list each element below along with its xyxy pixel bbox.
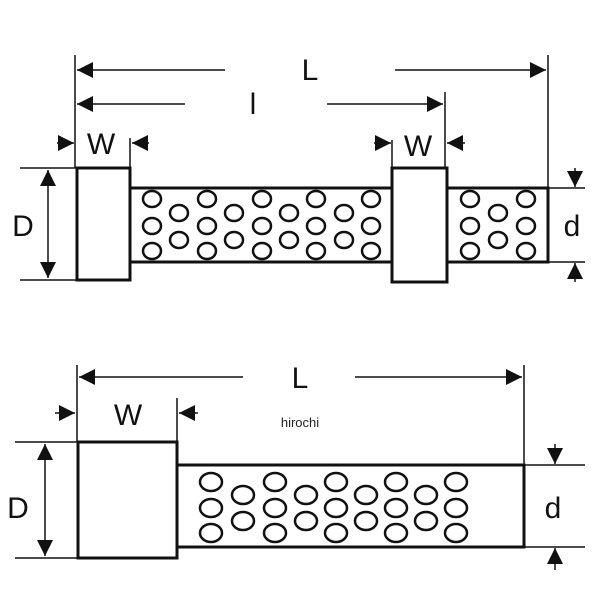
perforation-hole: [383, 471, 409, 493]
perforation-hole: [360, 241, 382, 261]
perforation-hole: [262, 522, 288, 544]
flange-right: [390, 166, 449, 284]
bottom-diagram: L W D d: [7, 362, 585, 570]
perforation-hole: [443, 497, 469, 519]
perforation-hole: [223, 230, 245, 250]
perforation-hole: [198, 497, 224, 519]
perforation-hole: [141, 189, 163, 209]
perforation-hole: [323, 522, 349, 544]
label-l: l: [250, 88, 257, 121]
label-d: d: [545, 492, 562, 525]
perforation-hole: [333, 203, 355, 223]
label-D: D: [12, 210, 34, 243]
perforation-hole: [262, 497, 288, 519]
perforation-hole: [360, 189, 382, 209]
label-W: W: [114, 399, 143, 432]
label-L: L: [292, 362, 309, 395]
label-W-left: W: [87, 128, 116, 161]
perforation-hole: [305, 189, 327, 209]
perforation-hole: [251, 216, 273, 236]
perforation-hole: [230, 510, 256, 532]
perforation-hole: [223, 203, 245, 223]
perforation-hole: [251, 189, 273, 209]
perforation-hole: [323, 471, 349, 493]
perforation-hole: [353, 484, 379, 506]
perforation-hole: [293, 484, 319, 506]
perforation-hole: [251, 241, 273, 261]
perforation-hole: [515, 189, 537, 209]
perforation-hole: [305, 216, 327, 236]
perforation-hole: [487, 230, 509, 250]
perforation-hole: [196, 189, 218, 209]
perforation-hole: [141, 241, 163, 261]
perforation-hole: [333, 230, 355, 250]
perforation-hole: [230, 484, 256, 506]
label-D: D: [7, 492, 29, 525]
perforation-holes: [141, 189, 537, 261]
perforation-hole: [262, 471, 288, 493]
perforation-hole: [413, 510, 439, 532]
perforation-hole: [487, 203, 509, 223]
perforation-hole: [383, 522, 409, 544]
perforation-hole: [413, 484, 439, 506]
perforation-hole: [443, 471, 469, 493]
perforation-hole: [305, 241, 327, 261]
perforation-hole: [196, 241, 218, 261]
perforation-hole: [353, 510, 379, 532]
label-L: L: [302, 54, 319, 87]
label-d: d: [564, 210, 581, 243]
flange: [76, 440, 179, 560]
watermark: hirochi: [281, 415, 319, 430]
perforation-hole: [515, 216, 537, 236]
top-diagram: L l W W D d: [12, 54, 585, 284]
perforation-hole: [360, 216, 382, 236]
perforation-hole: [515, 241, 537, 261]
perforation-hole: [459, 241, 481, 261]
label-W-right: W: [404, 130, 433, 163]
perforation-hole: [168, 203, 190, 223]
perforation-hole: [198, 522, 224, 544]
flange-left: [75, 166, 132, 282]
mesh-tube: [175, 463, 526, 549]
perforation-hole: [443, 522, 469, 544]
perforation-hole: [278, 203, 300, 223]
perforation-hole: [141, 216, 163, 236]
perforation-hole: [198, 471, 224, 493]
perforation-hole: [293, 510, 319, 532]
perforation-hole: [323, 497, 349, 519]
perforation-hole: [459, 189, 481, 209]
perforation-hole: [168, 230, 190, 250]
perforation-hole: [383, 497, 409, 519]
perforation-hole: [278, 230, 300, 250]
perforation-hole: [459, 216, 481, 236]
perforation-holes: [198, 471, 469, 544]
perforation-hole: [196, 216, 218, 236]
